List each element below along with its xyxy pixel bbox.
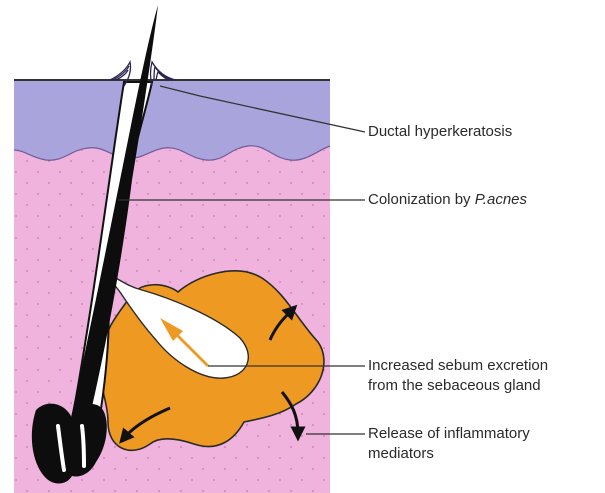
ductal-hyperkeratosis-text: Ductal hyperkeratosis: [368, 123, 512, 140]
inflammatory-text-line1: Release of inflammatory: [368, 424, 530, 444]
organism-name-text: P.acnes: [475, 191, 527, 208]
label-colonization: Colonization by P.acnes: [368, 190, 527, 210]
label-ductal-hyperkeratosis: Ductal hyperkeratosis: [368, 122, 512, 142]
hair-bulb-highlight-2: [82, 426, 84, 466]
label-sebum-excretion: Increased sebum excretion from the sebac…: [368, 356, 548, 396]
label-inflammatory-mediators: Release of inflammatory mediators: [368, 424, 530, 464]
colonization-text: Colonization by: [368, 191, 475, 208]
sebum-text-line1: Increased sebum excretion: [368, 356, 548, 376]
inflammatory-text-line2: mediators: [368, 444, 530, 464]
sebum-text-line2: from the sebaceous gland: [368, 376, 548, 396]
